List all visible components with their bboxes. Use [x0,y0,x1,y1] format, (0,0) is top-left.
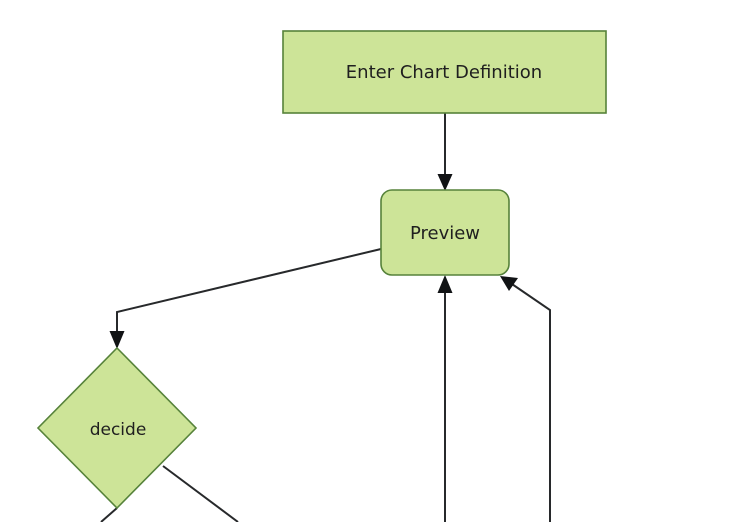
edge-group [100,113,551,522]
preview-shape[interactable] [380,189,510,276]
enter-chart-definition-shape[interactable] [282,30,607,114]
preview-label: Preview [410,223,480,244]
edge-return-center-to-preview-arrowhead [437,275,453,293]
node-preview[interactable]: Preview [380,189,510,276]
decide-shape[interactable] [36,346,198,510]
edge-decide-branch-right[interactable] [162,465,239,522]
edge-decide-branch-left[interactable] [100,507,118,522]
enter-chart-definition-label: Enter Chart Definition [346,62,542,83]
edge-preview-to-decide-arrowhead [109,331,125,349]
edge-preview-to-decide[interactable] [116,248,382,339]
node-enter-chart-definition[interactable]: Enter Chart Definition [282,30,607,114]
node-decide[interactable]: decide [36,346,198,510]
edge-enter-to-preview-arrowhead [437,174,453,191]
edge-return-right-to-preview[interactable] [508,281,551,522]
edge-return-right-to-preview-arrowhead [500,276,518,291]
decide-label: decide [90,420,147,440]
